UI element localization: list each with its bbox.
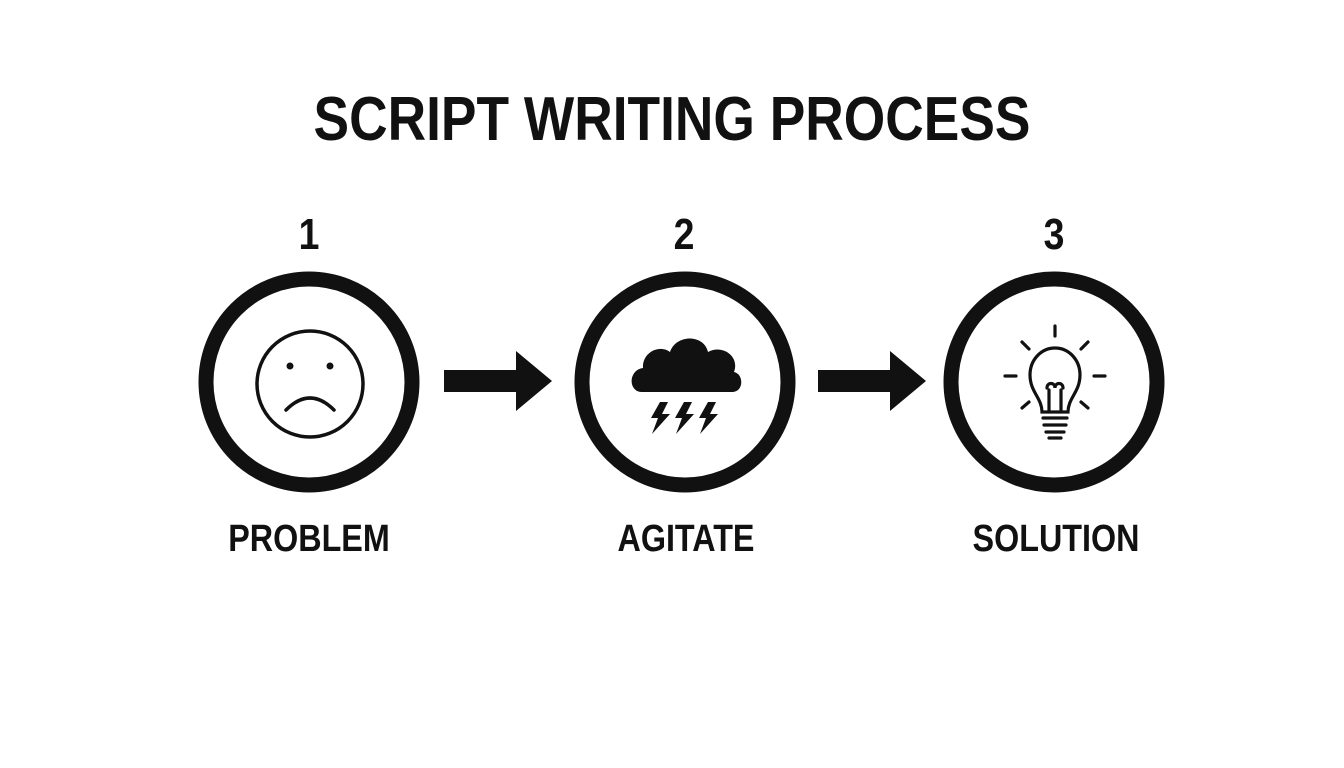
step-number-1: 1 xyxy=(298,210,320,259)
page-title: SCRIPT WRITING PROCESS xyxy=(313,85,1031,154)
step-number-3: 3 xyxy=(1043,210,1065,259)
step-number-2: 2 xyxy=(673,210,695,259)
arrow-2-icon xyxy=(818,351,926,411)
lightbulb-icon xyxy=(1003,324,1107,440)
step-3-node xyxy=(943,271,1165,493)
arrow-1-icon xyxy=(444,351,552,411)
storm-cloud-icon xyxy=(631,338,742,434)
sad-face-icon xyxy=(255,329,365,439)
step-label-problem: PROBLEM xyxy=(228,518,390,560)
step-1-node xyxy=(198,271,420,493)
step-label-solution: SOLUTION xyxy=(972,518,1140,560)
step-2-node xyxy=(574,271,796,493)
step-label-agitate: AGITATE xyxy=(617,518,755,560)
